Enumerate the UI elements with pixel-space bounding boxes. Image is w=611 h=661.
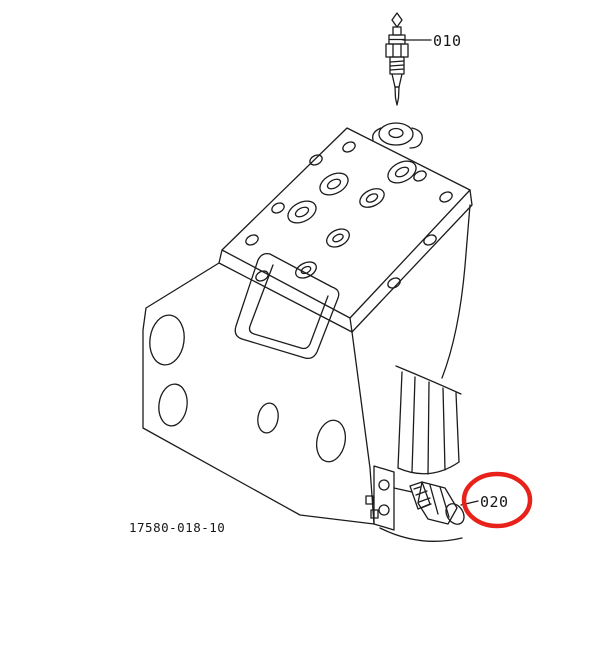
engine-block [142,262,375,525]
figure-number: 17580-018-10 [129,520,225,535]
glow-plug-icon [385,12,409,106]
cylinder-head-top [218,127,473,333]
block-right-side [379,204,471,542]
gasket-outline [234,252,340,360]
mount-bracket [365,465,395,531]
callout-label-010: 010 [433,32,462,50]
glow-plug-boss [372,122,423,149]
switch-drawing [393,481,465,525]
head-port-holes [287,160,417,279]
head-bolt-holes [245,141,453,289]
callout-label-020: 020 [480,493,509,511]
highlight-ellipse [461,471,533,529]
